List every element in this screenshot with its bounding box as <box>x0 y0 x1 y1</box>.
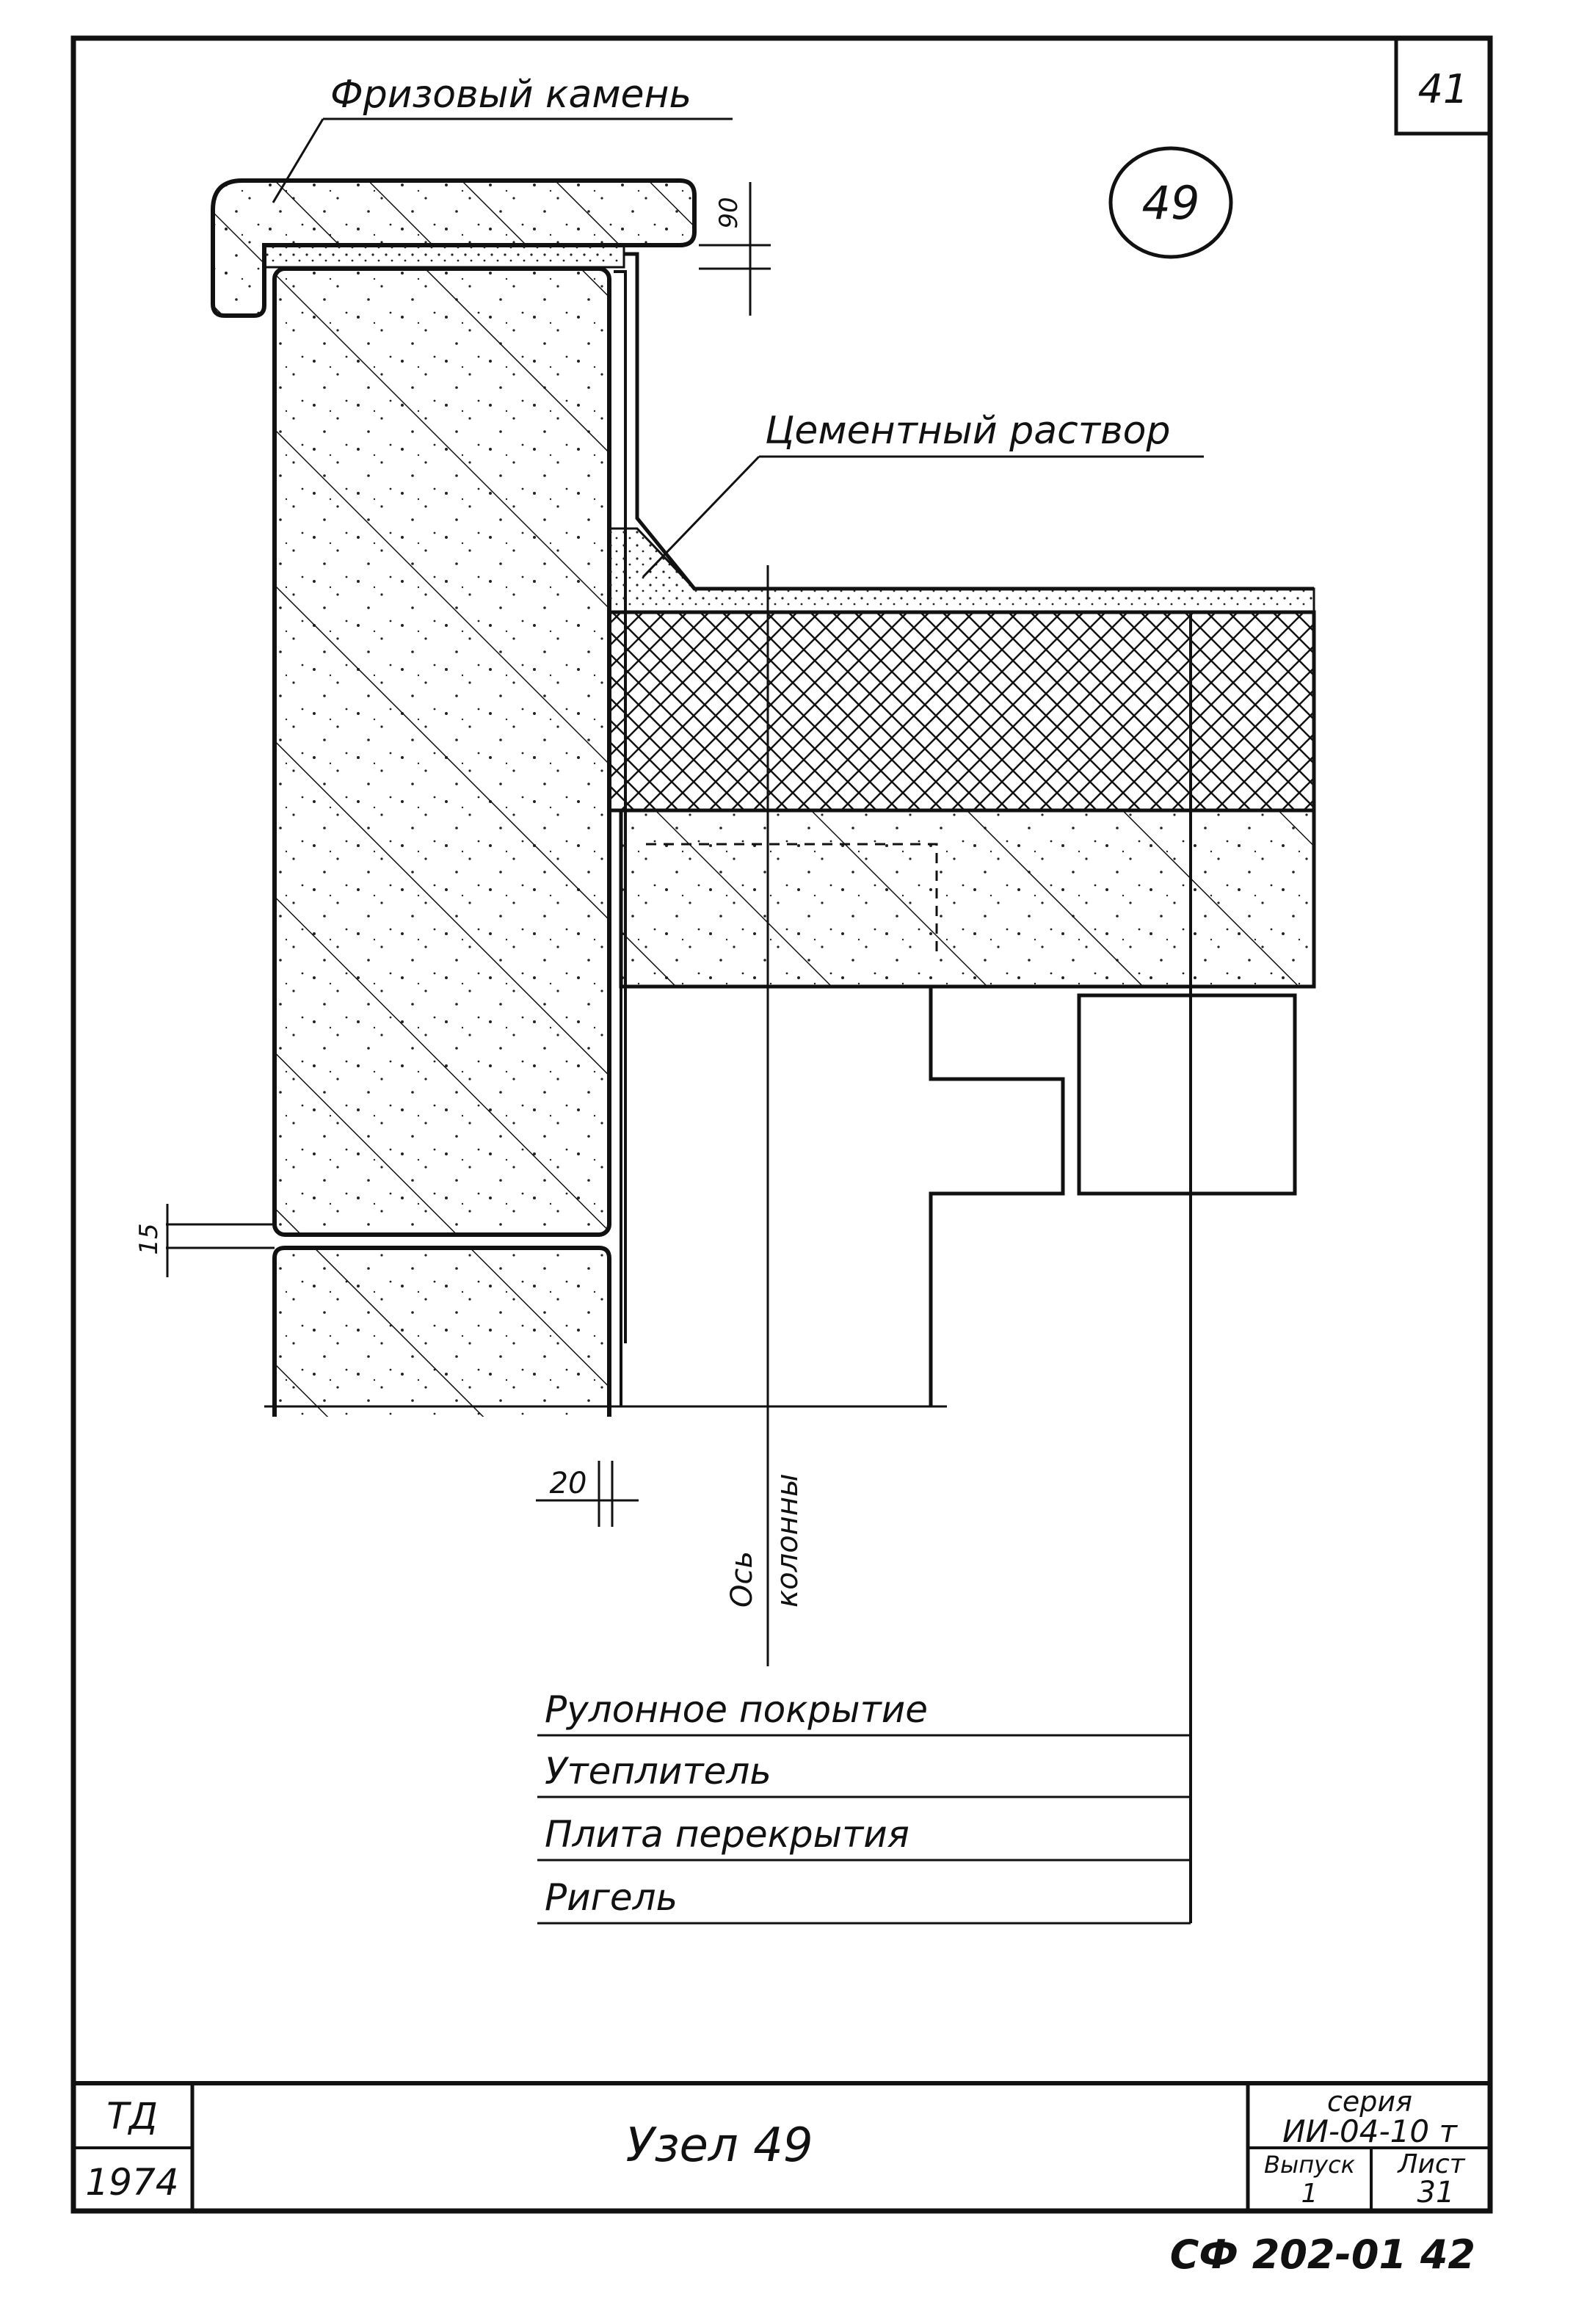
axis-label-line2: колонны <box>771 1473 805 1608</box>
dimension-15: 15 <box>134 1223 164 1254</box>
title-series-value: ИИ-04-10 т <box>1282 2113 1458 2149</box>
axis-label-line1: Ось <box>725 1551 759 1608</box>
wall-panel-upper <box>272 266 611 1237</box>
title-issue-label: Выпуск <box>1264 2151 1356 2179</box>
title-block: ТД 1974 Узел 49 серия ИИ-04-10 т Выпуск … <box>73 2081 1490 2211</box>
beam-outline <box>620 612 1297 1923</box>
title-org: ТД <box>106 2095 158 2138</box>
title-series-label: серия <box>1327 2085 1412 2118</box>
node-number: 49 <box>1142 176 1200 230</box>
legend-item-beam: Ригель <box>545 1876 678 1919</box>
dimension-20: 20 <box>550 1467 587 1500</box>
callout-cement-mortar-label: Цементный раствор <box>765 409 1170 453</box>
title-issue-value: 1 <box>1301 2179 1318 2209</box>
dimension-90: 90 <box>714 197 744 228</box>
legend-item-floor-slab: Плита перекрытия <box>545 1813 909 1856</box>
title-main: Узел 49 <box>625 2118 813 2173</box>
callout-frieze-stone-label: Фризовый камень <box>330 73 691 117</box>
document-code: СФ 202-01 42 <box>1170 2232 1475 2278</box>
title-sheet-label: Лист <box>1396 2149 1465 2179</box>
frieze-stone <box>211 178 697 318</box>
callout-cement-mortar: Цементный раствор <box>642 409 1204 578</box>
legend-item-roofing: Рулонное покрытие <box>545 1688 928 1731</box>
cement-mortar-fillet <box>608 527 1315 614</box>
callout-frieze-stone: Фризовый камень <box>272 73 733 203</box>
sheet-frame <box>70 35 1493 2214</box>
dimension-stone-thickness: 90 <box>699 182 771 316</box>
floor-slab <box>619 808 1316 989</box>
title-year: 1974 <box>85 2161 178 2204</box>
page-number: 41 <box>1418 66 1469 112</box>
wall-panel-lower <box>272 1246 611 1417</box>
page-number-box: 41 <box>1394 38 1490 136</box>
node-number-circle: 49 <box>1108 146 1233 259</box>
column-axis: Ось колонны <box>725 565 805 1666</box>
title-sheet-value: 31 <box>1417 2176 1455 2209</box>
dimension-wall-offset: 20 <box>536 1461 639 1527</box>
dimension-joint-gap: 15 <box>134 1204 275 1277</box>
legend-item-insulation: Утеплитель <box>545 1750 771 1793</box>
layer-legend: Рулонное покрытие Утеплитель Плита перек… <box>537 1688 1192 1925</box>
insulation-layer <box>607 610 1316 813</box>
